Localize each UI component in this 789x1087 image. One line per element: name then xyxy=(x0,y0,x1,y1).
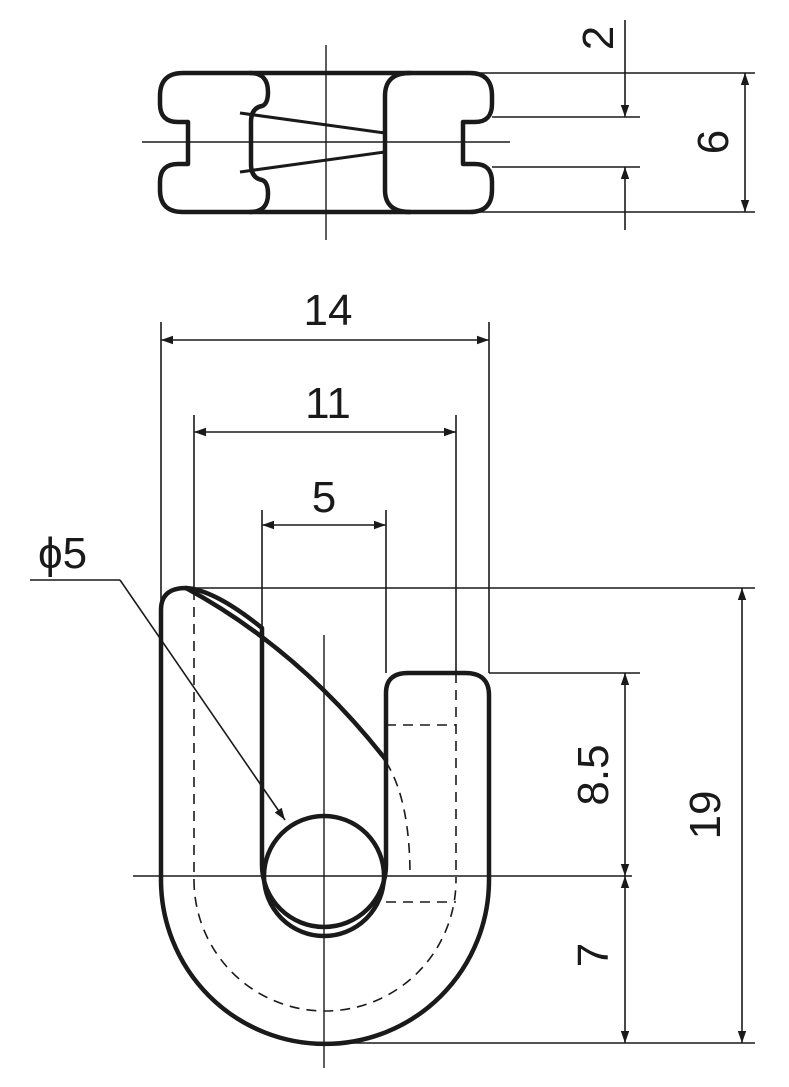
front-view-chamfer-edge xyxy=(183,585,389,763)
dim-slot-text: 5 xyxy=(312,473,336,522)
dim-thickness-text: 6 xyxy=(689,130,738,154)
dim-height-text: 19 xyxy=(681,791,730,840)
top-view-left-block xyxy=(157,70,271,215)
dim-width-inner-text: 11 xyxy=(305,379,351,428)
top-view-v-line-upper xyxy=(239,111,386,135)
top-view-right-block xyxy=(382,70,495,215)
dim-gap-text: 2 xyxy=(574,26,623,50)
dim-lower-text: 7 xyxy=(569,943,618,967)
dim-width-overall-text: 14 xyxy=(304,286,353,335)
top-view-v-line-lower xyxy=(239,150,386,174)
dim-hole-leader xyxy=(119,579,286,821)
hidden-curve xyxy=(385,761,411,877)
front-view: 14 11 5 ϕ5 8.5 7 19 xyxy=(30,286,755,1068)
dim-upper-text: 8.5 xyxy=(569,744,618,805)
hidden-inner-arc xyxy=(193,879,457,1012)
dim-hole-text: ϕ5 xyxy=(38,529,87,578)
top-view: 2 6 xyxy=(142,20,755,240)
